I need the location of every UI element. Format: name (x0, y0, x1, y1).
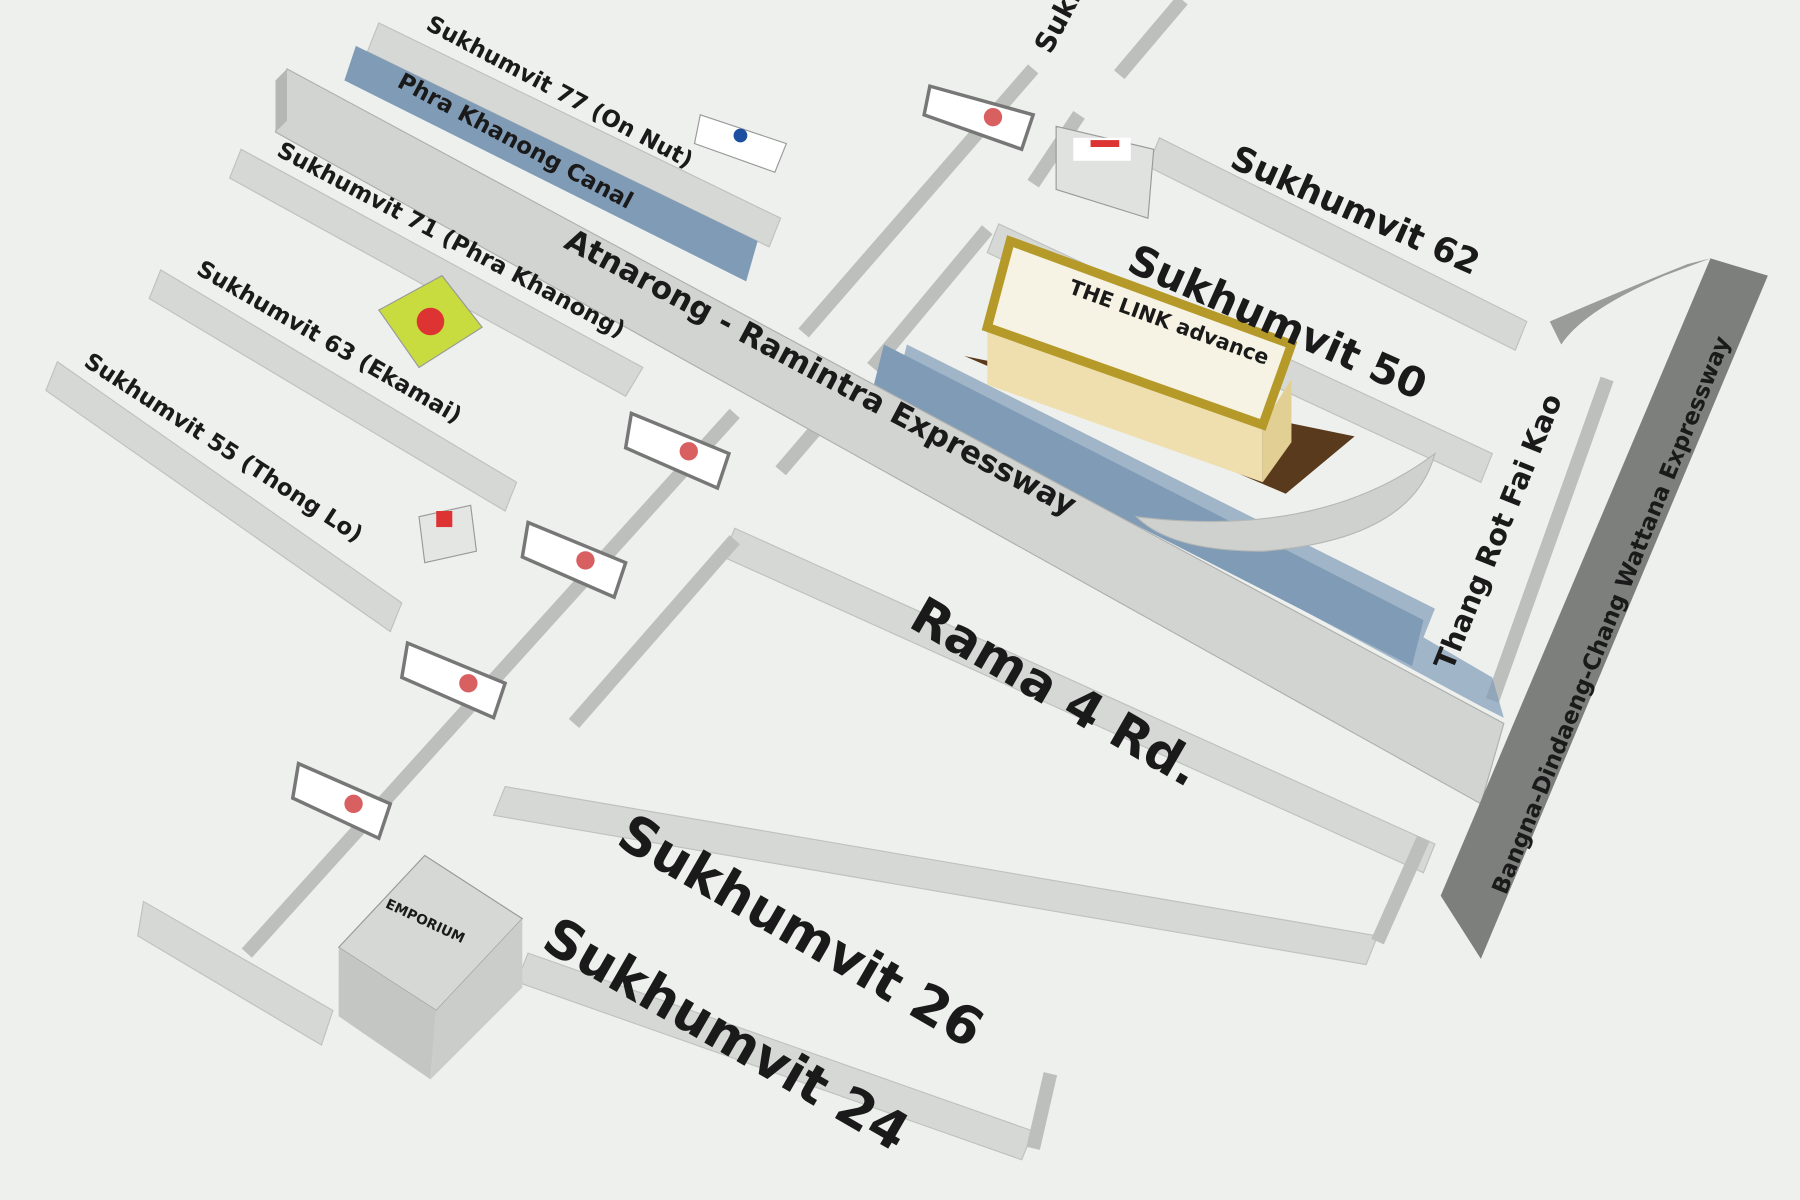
emporium-landmark: EMPORIUM (337, 854, 524, 1080)
landmarks: EMPORIUM (290, 83, 1155, 1080)
store-landmark (418, 504, 478, 564)
road-soi63 (148, 269, 518, 512)
tesco-landmark (1055, 125, 1155, 219)
carrefour-landmark (693, 114, 788, 173)
road-soi26 (492, 785, 1379, 966)
road-soi55 (45, 360, 403, 633)
expressway-curve (1134, 452, 1436, 552)
road-soi-lower (137, 900, 334, 1046)
road-soi77 (366, 22, 782, 248)
big-c-landmark (377, 274, 483, 369)
bts-station-icon (290, 83, 1036, 841)
bangna-expressway (1440, 258, 1768, 959)
road-soi71 (228, 148, 644, 397)
phra-khanong-canal (344, 45, 758, 282)
